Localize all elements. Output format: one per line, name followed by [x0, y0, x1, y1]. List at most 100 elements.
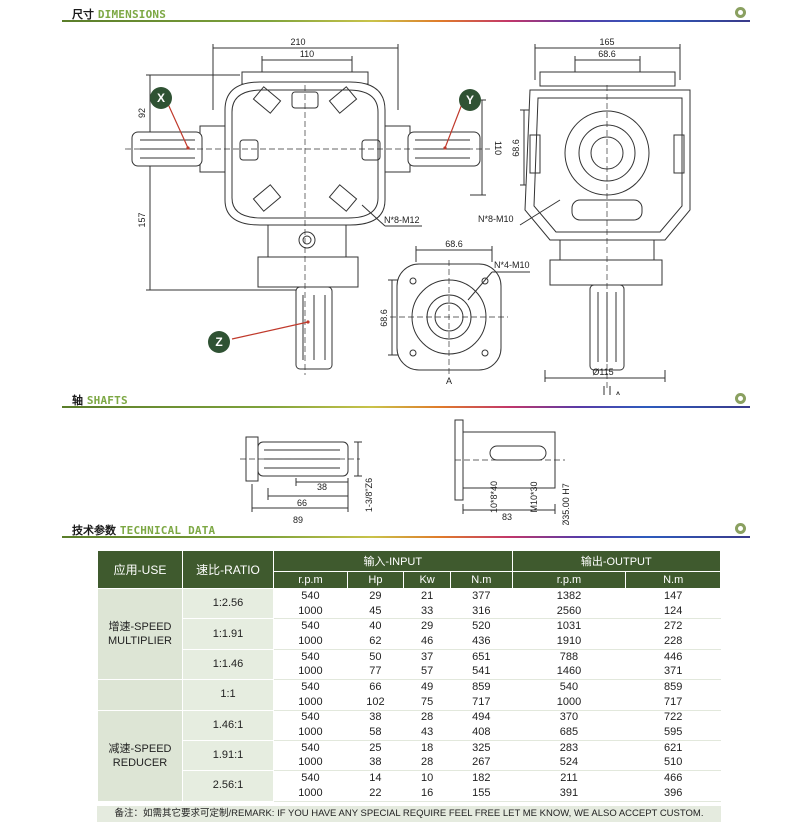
cell-value: 859 — [625, 679, 721, 695]
header-ratio: 速比-RATIO — [182, 550, 274, 589]
header-input: 输入-INPUT — [273, 550, 513, 572]
cell-value: 45 — [346, 603, 404, 620]
cell-value: 371 — [625, 664, 721, 681]
cell-ratio: 1:1.46 — [182, 648, 274, 681]
dimension-drawing: X Y Z 210 110 92 157 110 N*8-M12 165 68.… — [125, 37, 691, 395]
dim-83: 83 — [502, 512, 512, 522]
marker-x: X — [157, 91, 165, 105]
cell-value: 540 — [273, 740, 348, 756]
cell-ratio: 1.91:1 — [182, 739, 274, 772]
cell-use — [97, 679, 183, 711]
cell-value: 717 — [450, 694, 513, 711]
cell-value: 272 — [625, 618, 721, 635]
section-header-dimensions: 尺寸 DIMENSIONS — [62, 4, 750, 26]
cell-value: 211 — [511, 770, 627, 786]
bolt-flange-label: N*4-M10 — [494, 260, 530, 270]
cell-value: 37 — [402, 649, 452, 665]
cell-value: 325 — [450, 740, 513, 756]
dim-1-3-8-z6: 1-3/8"Z6 — [364, 478, 374, 512]
cell-value: 524 — [511, 755, 627, 772]
section-title-en: DIMENSIONS — [97, 8, 167, 21]
cell-value: 102 — [346, 694, 404, 711]
dim-110-top: 110 — [300, 49, 314, 59]
cell-value: 2560 — [511, 603, 627, 620]
arrow-a-label: A — [615, 390, 621, 395]
dim-92: 92 — [137, 108, 147, 118]
cell-value: 494 — [450, 710, 513, 726]
cell-ratio: 2.56:1 — [182, 770, 274, 802]
cell-value: 510 — [625, 755, 721, 772]
cell-value: 651 — [450, 649, 513, 665]
section-divider — [62, 536, 750, 538]
cell-value: 75 — [402, 694, 452, 711]
cell-value: 1000 — [273, 785, 348, 802]
dim-m10: M10*30 — [529, 481, 539, 512]
cell-value: 859 — [450, 679, 513, 695]
dim-165: 165 — [599, 37, 614, 47]
cell-ratio: 1:2.56 — [182, 587, 274, 620]
cell-value: 540 — [511, 679, 627, 695]
cell-value: 22 — [346, 785, 404, 802]
bolt-front-label: N*8-M12 — [384, 215, 420, 225]
cell-value: 1000 — [273, 755, 348, 772]
cell-value: 267 — [450, 755, 513, 772]
cell-value: 14 — [346, 770, 404, 786]
cell-value: 147 — [625, 588, 721, 604]
dim-210: 210 — [290, 37, 305, 47]
marker-y: Y — [466, 93, 474, 107]
cell-value: 283 — [511, 740, 627, 756]
remark-note: 备注：如需其它要求可定制/REMARK: IF YOU HAVE ANY SPE… — [97, 806, 721, 822]
cell-value: 21 — [402, 588, 452, 604]
header-output: 输出-OUTPUT — [511, 550, 722, 572]
cell-value: 1910 — [511, 634, 627, 650]
cell-value: 43 — [402, 725, 452, 741]
cell-value: 182 — [450, 770, 513, 786]
cell-value: 446 — [625, 649, 721, 665]
cell-value: 540 — [273, 770, 348, 786]
dim-diameter-115: Ø115 — [592, 367, 613, 377]
cell-value: 595 — [625, 725, 721, 741]
section-title-en: SHAFTS — [86, 394, 128, 407]
cell-value: 28 — [402, 755, 452, 772]
cell-value: 722 — [625, 710, 721, 726]
section-divider — [62, 20, 750, 22]
dim-66: 66 — [297, 498, 307, 508]
dim-68-6-flange-side: 68.6 — [379, 309, 389, 327]
cell-value: 16 — [402, 785, 452, 802]
dim-68-6-side: 68.6 — [511, 139, 521, 157]
cell-value: 33 — [402, 603, 452, 620]
section-divider — [62, 406, 750, 408]
cell-value: 788 — [511, 649, 627, 665]
cell-value: 316 — [450, 603, 513, 620]
cell-value: 1000 — [273, 664, 348, 681]
cell-ratio: 1.46:1 — [182, 709, 274, 741]
cell-value: 46 — [402, 634, 452, 650]
cell-value: 541 — [450, 664, 513, 681]
cell-value: 436 — [450, 634, 513, 650]
subheader-input-hp: Hp — [346, 571, 404, 589]
dim-68-6-flange-top: 68.6 — [445, 239, 463, 249]
subheader-output-nm: N.m — [625, 571, 721, 589]
cell-value: 49 — [402, 679, 452, 695]
cell-use: 增速-SPEED MULTIPLIER — [97, 587, 183, 681]
dim-38: 38 — [317, 482, 327, 492]
cell-value: 77 — [346, 664, 404, 681]
cell-value: 540 — [273, 710, 348, 726]
cell-value: 1382 — [511, 588, 627, 604]
cell-value: 1000 — [273, 603, 348, 620]
cell-value: 540 — [273, 649, 348, 665]
technical-data-table: 应用-USE 速比-RATIO 输入-INPUT 输出-OUTPUT r.p.m… — [97, 550, 722, 802]
dim-89: 89 — [293, 515, 303, 525]
cell-value: 685 — [511, 725, 627, 741]
cell-ratio: 1:1.91 — [182, 618, 274, 650]
